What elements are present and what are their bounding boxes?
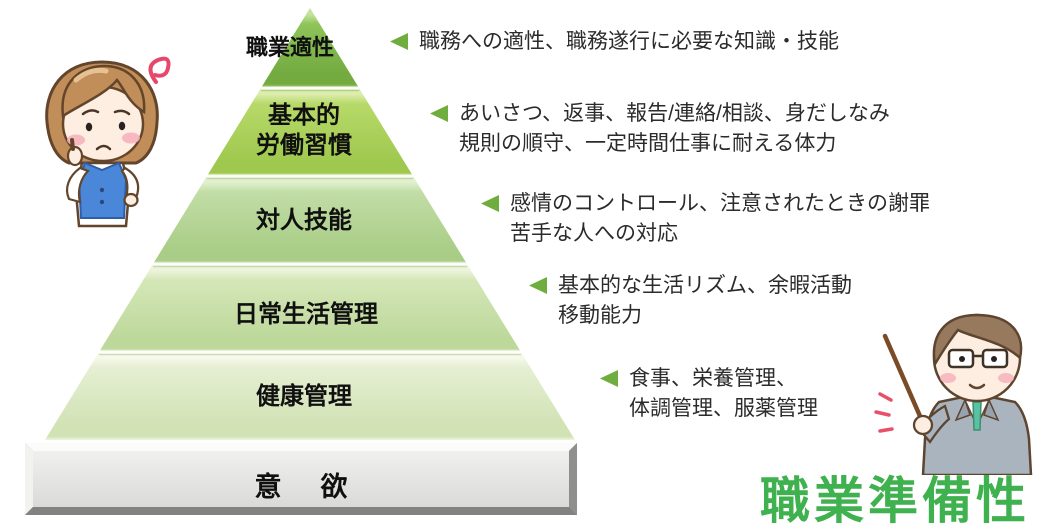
level-label-health-management: 健康管理	[256, 383, 352, 410]
pyramid-level-1	[261, 8, 359, 88]
pyramid-level-3	[153, 176, 467, 264]
level-label-interpersonal-skills: 対人技能	[256, 207, 352, 234]
diagram-title-vocational-readiness: 職業準備性	[760, 473, 1030, 527]
pyramid-level-4	[99, 264, 521, 352]
left-arrow-icon	[430, 105, 448, 122]
annotation-interpersonal-skills: 感情のコントロール、注意されたときの謝罪 苦手な人への対応	[481, 189, 930, 249]
left-arrow-icon	[529, 277, 547, 294]
level-label-daily-life-management: 日常生活管理	[234, 301, 378, 328]
thinking-woman-illustration	[45, 56, 171, 228]
pyramid-level-5	[45, 352, 575, 440]
annotation-health-management: 食事、栄養管理、 体調管理、服薬管理	[600, 364, 818, 424]
pyramid-level-2	[207, 88, 413, 176]
annotation-basic-work-habits: あいさつ、返事、報告/連絡/相談、身だしなみ 規則の順守、一定時間仕事に耐える体…	[430, 99, 890, 159]
left-arrow-icon	[600, 370, 618, 387]
base-bar-label-motivation: 意 欲	[254, 472, 354, 502]
teacher-with-pointer-illustration	[874, 313, 1033, 475]
annotation-vocational-aptitude: 職務への適性、職務遂行に必要な知識・技能	[390, 27, 839, 57]
level-label-vocational-aptitude: 職業適性	[245, 35, 335, 60]
left-arrow-icon	[390, 33, 408, 50]
level-label-basic-work-habits: 基本的 労働習慣	[256, 102, 352, 159]
left-arrow-icon	[481, 195, 499, 212]
pointer-stick	[882, 333, 926, 426]
pyramid-graphic	[25, 8, 577, 515]
annotation-daily-life-management: 基本的な生活リズム、余暇活動 移動能力	[529, 271, 852, 331]
emphasis-marks-icon	[874, 392, 894, 433]
base-bar	[25, 443, 577, 515]
confusion-swirl-icon	[148, 56, 171, 84]
